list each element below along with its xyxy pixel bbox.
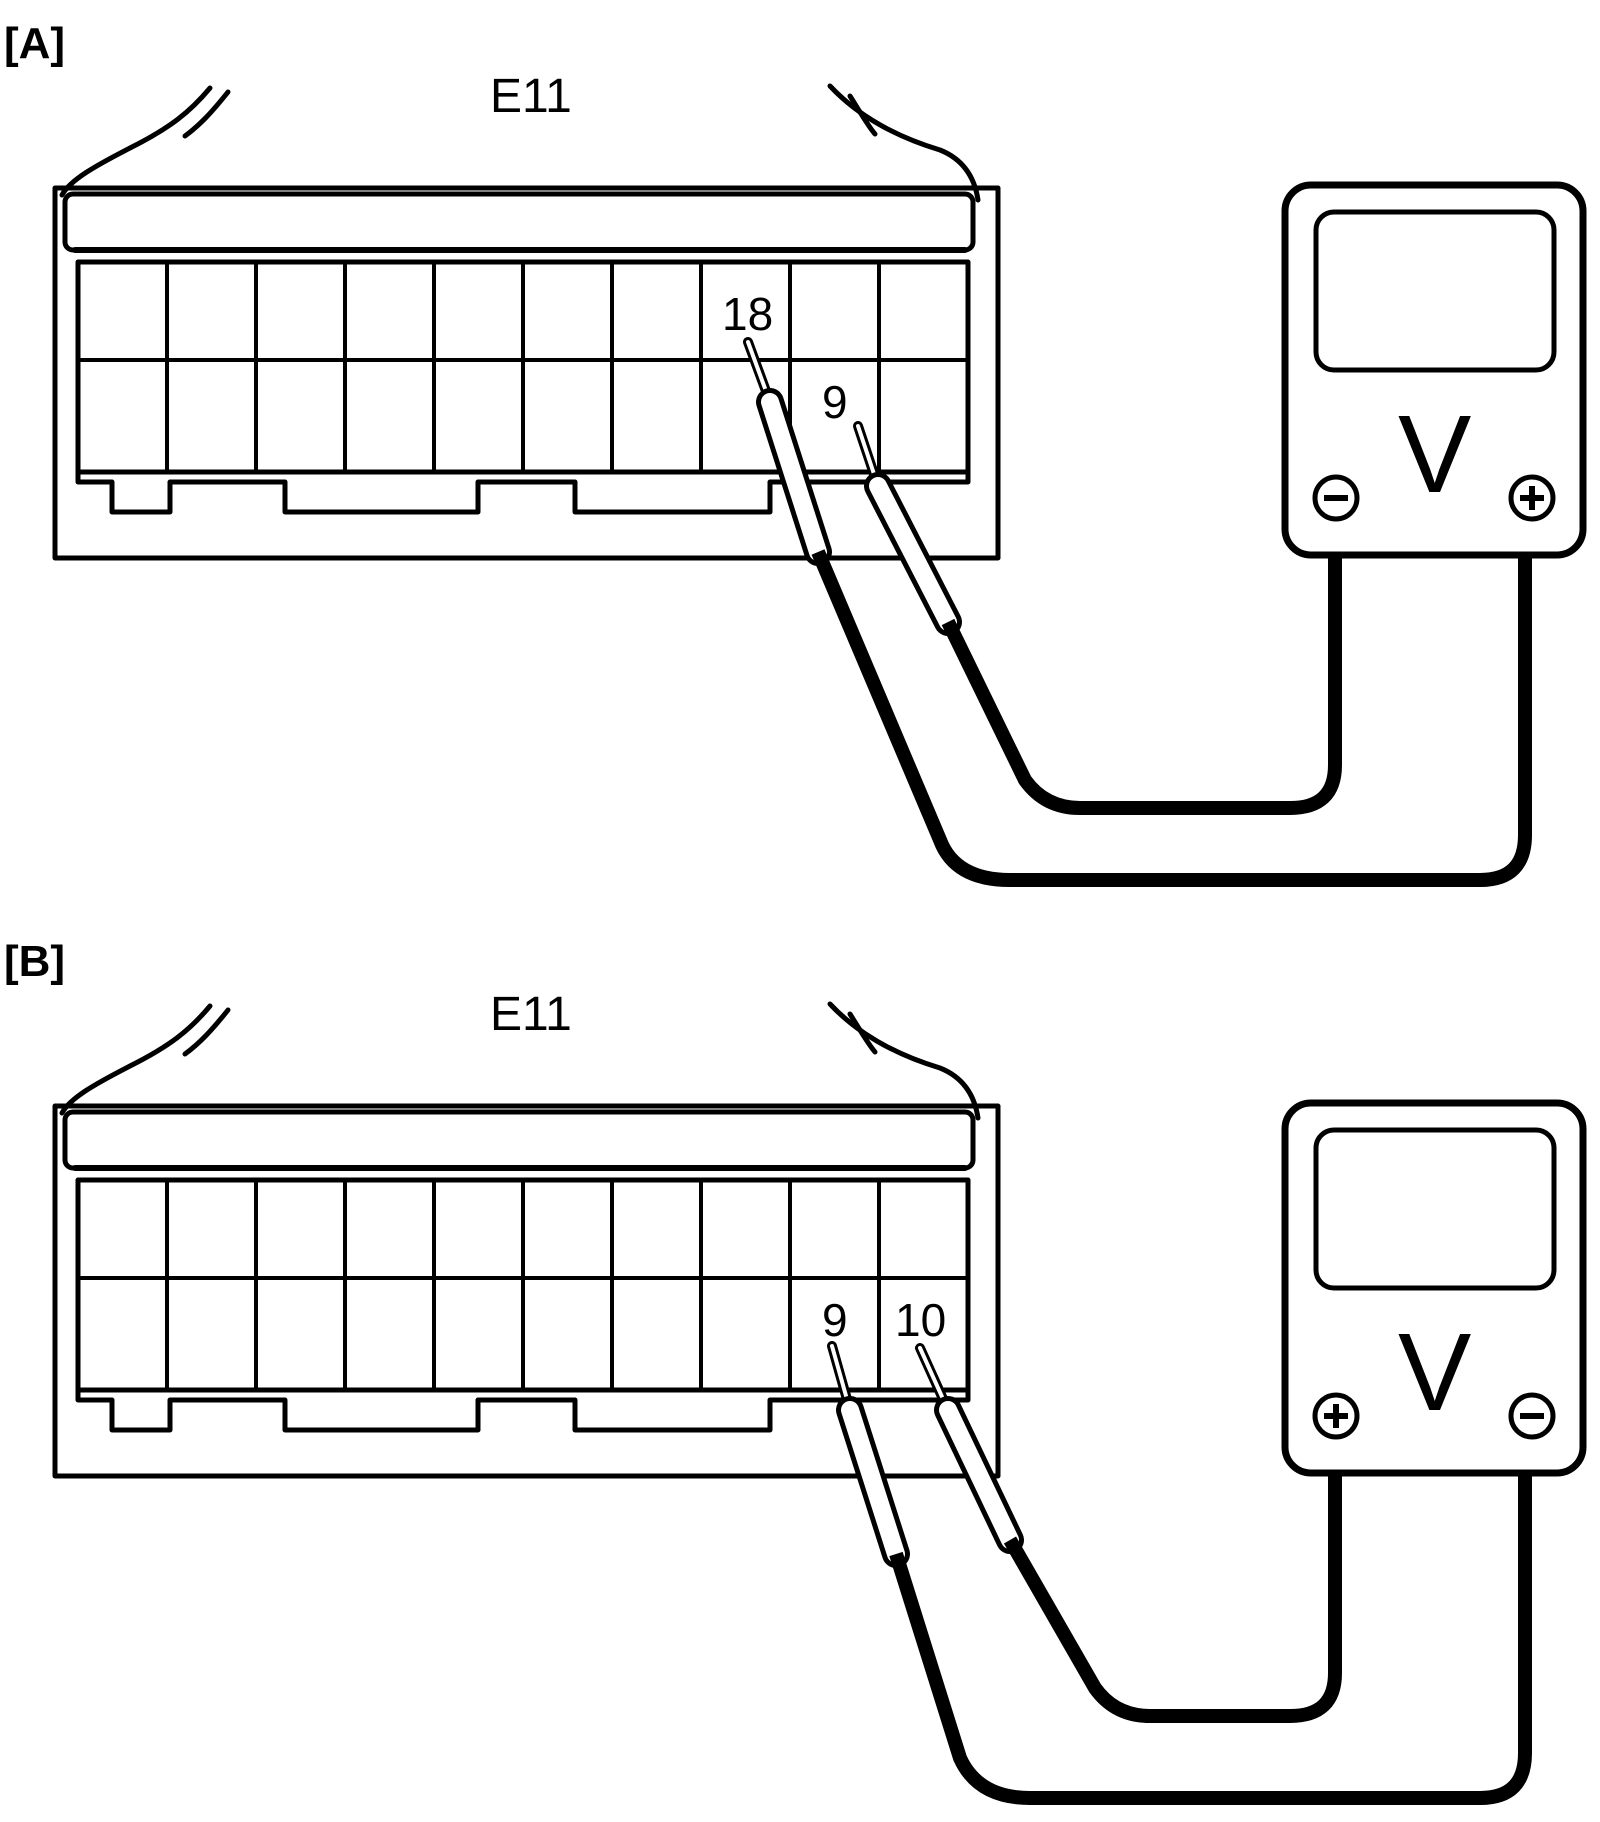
meter-display	[1313, 209, 1557, 373]
minus-icon	[1312, 474, 1360, 522]
probe-red	[827, 1341, 910, 1568]
panel-label: [A]	[4, 19, 65, 68]
test-lead-black	[811, 549, 1532, 887]
meter-letter: V	[1398, 1311, 1471, 1434]
probe-black	[743, 337, 832, 566]
plus-icon	[1508, 474, 1556, 522]
connector-label: E11	[490, 70, 572, 123]
probe-red	[853, 421, 962, 636]
pin-label-18: 18	[722, 288, 773, 340]
pin-label-10: 10	[895, 1294, 946, 1346]
pin-label-9: 9	[822, 1294, 848, 1346]
connector-body	[52, 1001, 1001, 1479]
meter-display	[1313, 1127, 1557, 1291]
test-lead-red	[941, 555, 1342, 815]
panel-b: [B] E11 9 10	[4, 937, 1587, 1805]
plus-icon	[1312, 1392, 1360, 1440]
probe-black	[915, 1343, 1024, 1554]
connector-body	[52, 83, 1001, 561]
panel-label: [B]	[4, 937, 65, 986]
test-lead-red	[889, 1473, 1532, 1805]
panel-a: [A] E11 18	[4, 19, 1587, 887]
meter-letter: V	[1398, 393, 1471, 516]
voltmeter: V	[1281, 1099, 1587, 1477]
connector-label: E11	[490, 988, 572, 1041]
voltmeter: V	[1281, 181, 1587, 559]
minus-icon	[1508, 1392, 1556, 1440]
test-lead-black	[1003, 1473, 1342, 1723]
pin-label-9: 9	[822, 376, 848, 428]
